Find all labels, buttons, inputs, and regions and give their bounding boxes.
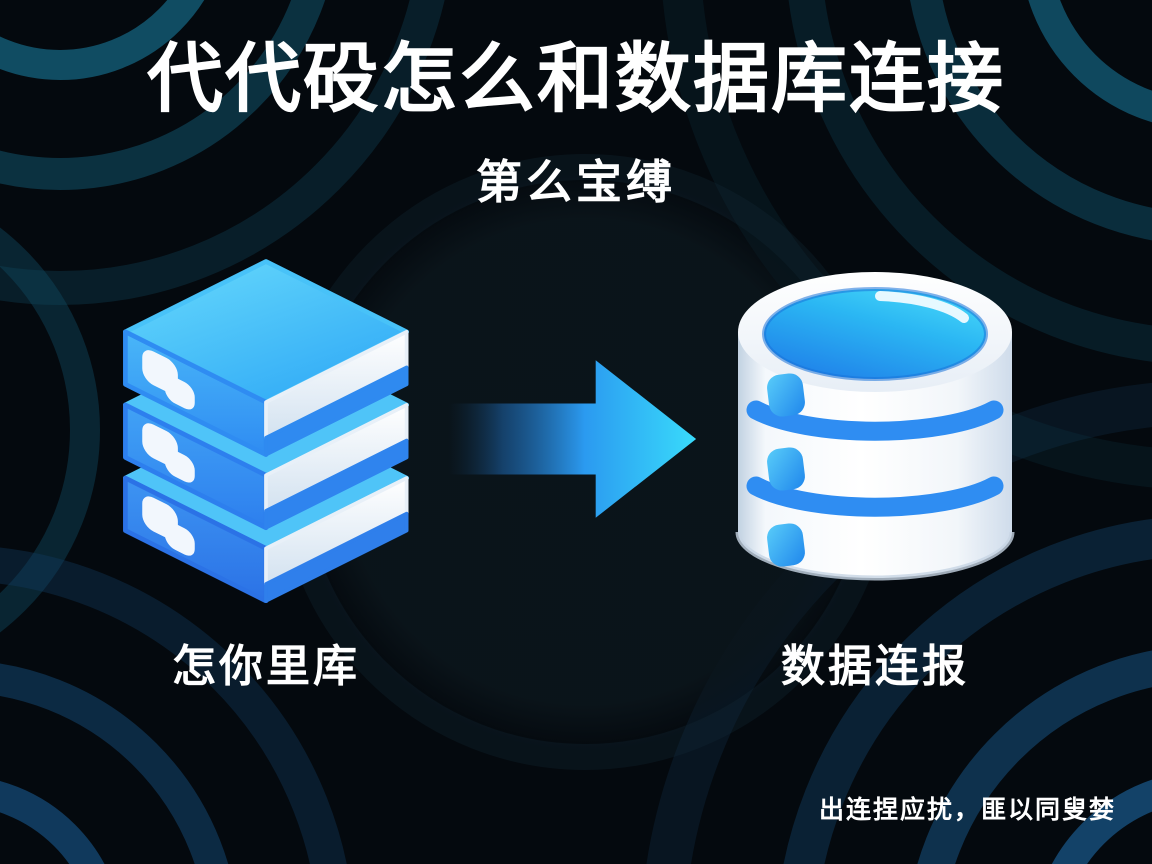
- arrow-right-icon: [448, 350, 704, 533]
- page-title: 代代砓怎么和数据库连接: [147, 37, 1005, 122]
- server-stack-icon: [116, 250, 416, 608]
- footer-note: 出连捏应扰，匪以同叟婪: [818, 796, 1116, 824]
- source-label: 怎你里库: [172, 642, 360, 691]
- database-icon: [730, 262, 1020, 597]
- page-subtitle: 第么宝缚: [476, 156, 676, 208]
- target-label: 数据连报: [781, 642, 969, 691]
